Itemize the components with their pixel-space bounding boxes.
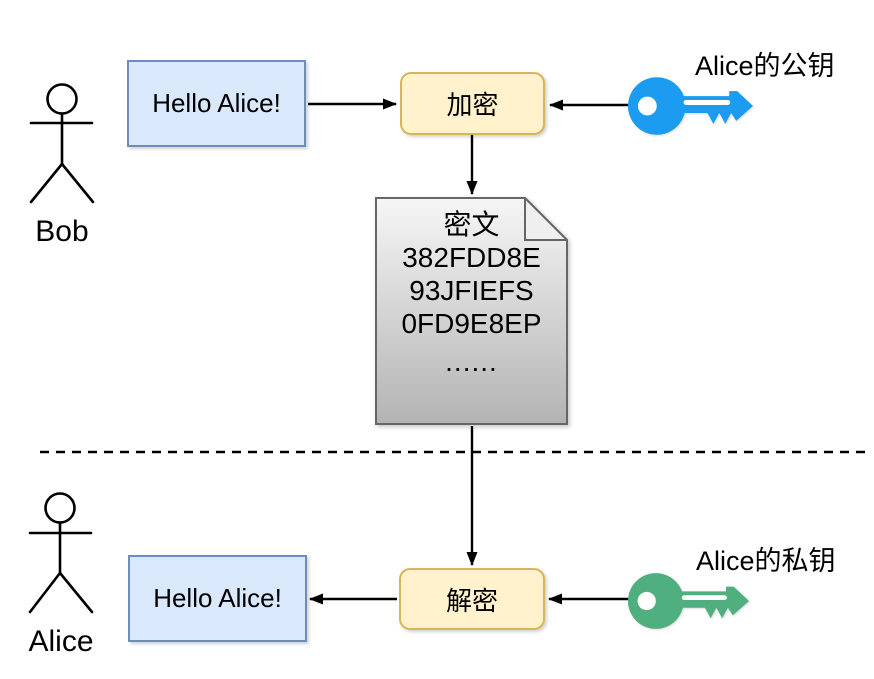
ciphertext-document-shape bbox=[375, 197, 568, 425]
public-key-label: Alice的公钥 bbox=[695, 51, 835, 81]
key-slot bbox=[683, 100, 731, 106]
private-key-label: Alice的私钥 bbox=[696, 546, 836, 576]
key-hole bbox=[637, 96, 657, 116]
plaintext-message-text: Hello Alice! bbox=[153, 583, 282, 613]
bob-stick-figure bbox=[29, 83, 95, 204]
ciphertext-line: 382FDD8E bbox=[402, 242, 541, 273]
sender-name-label: Bob bbox=[35, 215, 89, 248]
plaintext-message-box-sender: Hello Alice! bbox=[127, 60, 306, 147]
decrypt-operation-box: 解密 bbox=[399, 568, 545, 630]
private-key-icon bbox=[627, 573, 750, 629]
ciphertext-ellipsis: ...... bbox=[445, 346, 498, 377]
encrypt-operation-label: 加密 bbox=[446, 90, 499, 120]
key-slot bbox=[681, 595, 727, 601]
receiver-name-label: Alice bbox=[28, 625, 94, 658]
plaintext-message-box-receiver: Hello Alice! bbox=[128, 555, 307, 642]
ciphertext-document-text: 密文 382FDD8E 93JFIEFS 0FD9E8EP ...... bbox=[375, 197, 568, 425]
key-hole bbox=[637, 591, 656, 611]
alice-stick-figure bbox=[28, 492, 94, 614]
decrypt-operation-label: 解密 bbox=[445, 585, 498, 616]
encrypt-operation-box: 加密 bbox=[400, 72, 545, 135]
public-key-icon bbox=[627, 77, 754, 135]
ciphertext-line: 0FD9E8EP bbox=[401, 308, 542, 339]
plaintext-message-text: Hello Alice! bbox=[152, 88, 281, 118]
ciphertext-line: 93JFIEFS bbox=[409, 275, 534, 306]
document-folded-corner bbox=[524, 197, 568, 241]
ciphertext-title: 密文 bbox=[443, 209, 500, 240]
